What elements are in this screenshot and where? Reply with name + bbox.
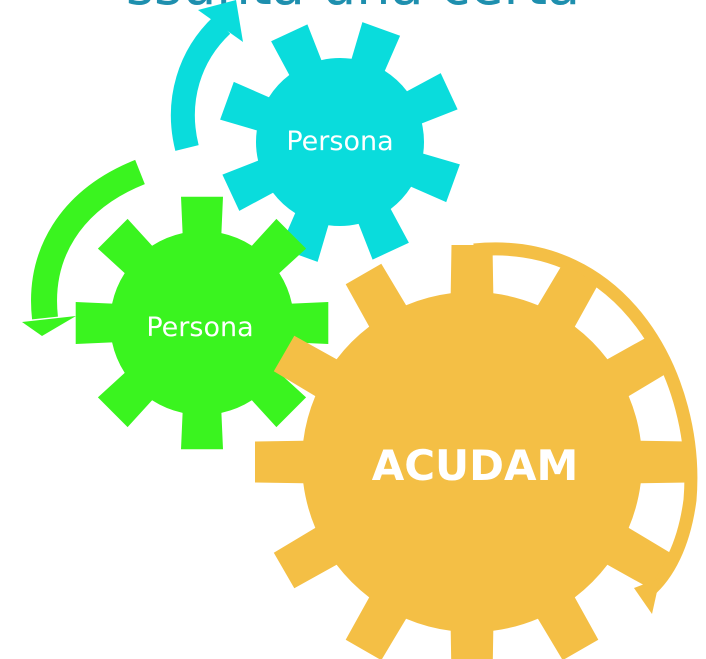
yellow-gear-label: ACUDAM	[371, 441, 579, 490]
green-cycle-arrow-path	[31, 159, 146, 320]
yellow-cycle-arrow-path	[473, 242, 698, 597]
cyan-arrow-head	[198, 0, 243, 42]
green-gear-label: Persona	[146, 312, 254, 343]
green-arrow-head	[22, 316, 76, 336]
green-gear	[75, 196, 329, 450]
slide-title: ssunta una certa	[0, 0, 706, 16]
cyan-cycle-arrow-path	[170, 16, 231, 151]
yellow-gear	[255, 245, 689, 659]
cyan-gear-label: Persona	[286, 126, 394, 157]
yellow-arrow-head	[634, 578, 660, 614]
cyan-gear	[220, 22, 460, 262]
